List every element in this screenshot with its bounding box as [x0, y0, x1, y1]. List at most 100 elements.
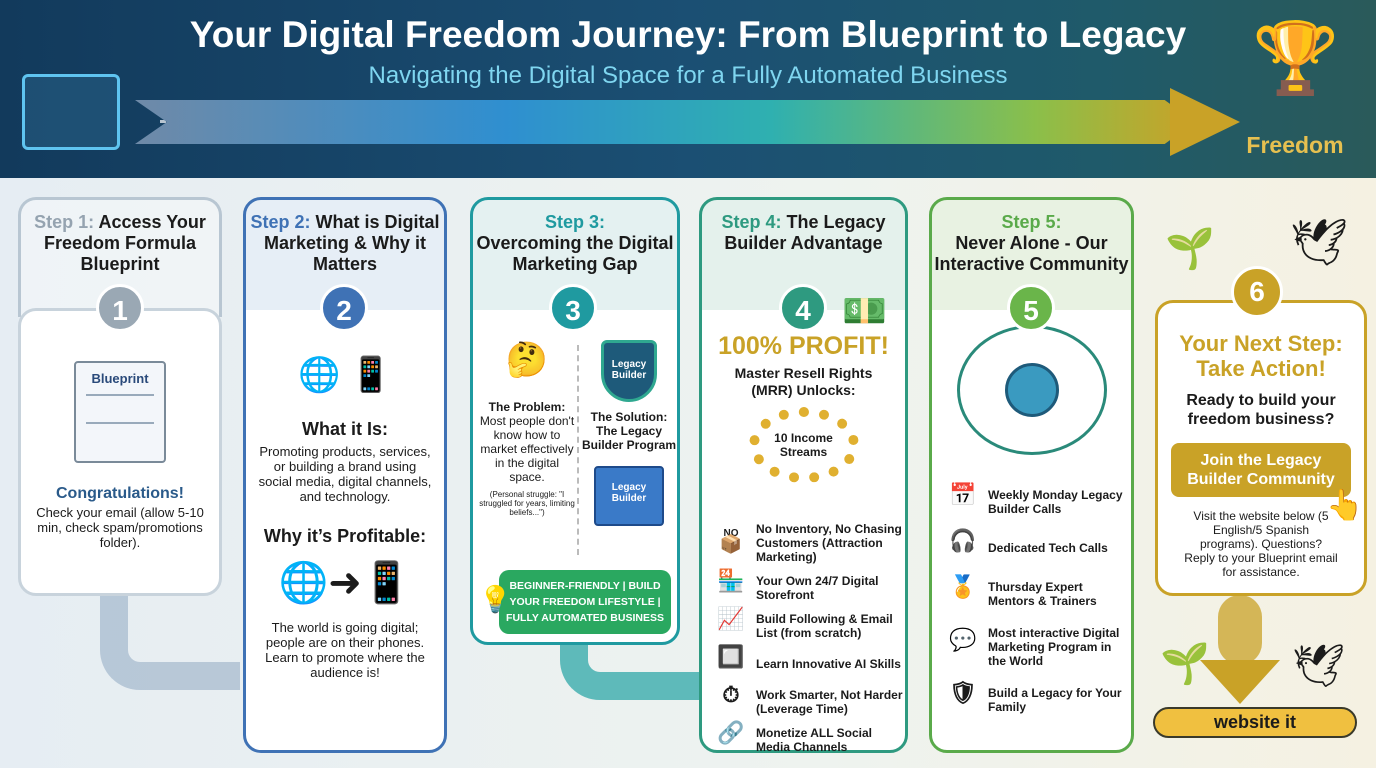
item-text: Most interactive Digital Marketing Progr… [988, 626, 1120, 668]
advantage-list: NO📦 No Inventory, No Chasing Customers (A… [714, 522, 904, 764]
website-button[interactable]: website it [1153, 707, 1357, 738]
list-item: 🛡 Build a Legacy for Your Family [946, 680, 1131, 715]
mrr-text: Master Resell Rights (MRR) Unlocks: [734, 365, 873, 398]
step1-badge: 1 [96, 284, 144, 332]
item-text: Learn Innovative AI Skills [756, 657, 901, 671]
social-media-phone-icon: 🌐 📱 [297, 356, 393, 394]
step6-card: Your Next Step: Take Action! Ready to bu… [1155, 300, 1367, 596]
why-heading: Why it’s Profitable: [263, 526, 427, 546]
list-item: 🔗 Monetize ALL Social Media Channels [714, 720, 904, 755]
step5-badge: 5 [1007, 284, 1055, 332]
step1-label: Step 1: [34, 212, 95, 232]
step5-card: Step 5:Never Alone - Our Interactive Com… [929, 197, 1134, 753]
step3-label: Step 3: [544, 212, 605, 232]
step6-title: Your Next Step: Take Action! [1179, 331, 1343, 381]
list-item: 🏪 Your Own 24/7 Digital Storefront [714, 568, 904, 603]
list-item: 📅 Weekly Monday Legacy Builder Calls [946, 482, 1131, 517]
growth-chart-icon: 📈 [717, 606, 745, 631]
step4-title: The Legacy Builder Advantage [724, 212, 886, 253]
sun-plant-icon: 🌱 [1160, 642, 1210, 686]
list-item: 🏅 Thursday Expert Mentors & Trainers [946, 574, 1131, 609]
step6-text: Visit the website below (5 English/5 Spa… [1184, 509, 1338, 579]
globe-to-phone-icon: 🌐➜📱 [278, 561, 412, 605]
flow-arrow-1 [100, 590, 240, 690]
mentor-icon: 🏅 [949, 574, 977, 599]
headset-icon: 🎧 [949, 528, 977, 553]
step4-label: Step 4: [721, 212, 782, 232]
step2-card: Step 2: What is Digital Marketing & Why … [243, 197, 447, 753]
list-item: 🎧 Dedicated Tech Calls [946, 528, 1131, 562]
step3-card: Step 3:Overcoming the Digital Marketing … [470, 197, 680, 645]
step1-header: Step 1: Access Your Freedom Formula Blue… [18, 197, 222, 317]
list-item: 💬 Most interactive Digital Marketing Prog… [946, 626, 1131, 668]
item-text: Work Smarter, Not Harder (Leverage Time) [756, 688, 903, 716]
step1-text: Check your email (allow 5-10 min, check … [36, 505, 204, 550]
community-network-icon [956, 325, 1107, 455]
stopwatch-icon: ⏱ [722, 682, 740, 707]
legacy-builder-shield-icon: Legacy Builder [601, 340, 657, 402]
lightbulb-icon: 💡 [479, 584, 512, 614]
item-text: Build Following & Email List (from scrat… [756, 612, 893, 640]
money-stack-icon: 💵 [842, 290, 887, 331]
step4-badge: 4 [779, 284, 827, 332]
list-item: 🔲 Learn Innovative AI Skills [714, 644, 904, 678]
income-streams-coins: 10 Income Streams [748, 407, 859, 483]
step4-card: Step 4: The Legacy Builder Advantage 100… [699, 197, 908, 754]
step5-label: Step 5: [1001, 212, 1062, 232]
bird-icon: 🕊 [1290, 216, 1349, 268]
step3-title: Overcoming the Digital Marketing Gap [476, 233, 674, 274]
blueprint-doc-label: Blueprint [91, 371, 149, 386]
blueprint-document-icon: Blueprint [74, 361, 166, 463]
flow-arrow-3 [560, 640, 700, 700]
item-text: Dedicated Tech Calls [988, 541, 1108, 555]
step3-badge: 3 [549, 284, 597, 332]
page-subtitle: Navigating the Digital Space for a Fully… [368, 62, 1008, 89]
no-label: NO [723, 528, 739, 539]
join-community-button[interactable]: Join the Legacy Builder Community [1171, 443, 1351, 497]
legacy-builder-scroll-icon: Legacy Builder [594, 466, 664, 526]
step1-title: Access Your Freedom Formula Blueprint [43, 212, 206, 274]
item-text: Monetize ALL Social Media Channels [756, 726, 873, 754]
box-icon: NO📦 [719, 528, 743, 554]
ai-chip-icon: 🔲 [717, 644, 745, 669]
item-text: No Inventory, No Chasing Customers (Attr… [756, 522, 902, 564]
step6-badge: 6 [1231, 266, 1283, 318]
step1-heading: Congratulations! [56, 485, 184, 502]
calendar-icon: 📅 [949, 482, 977, 507]
confused-person-icon: 🤔 [505, 341, 549, 379]
list-item: 📈 Build Following & Email List (from scra… [714, 606, 904, 641]
problem-text: Most people don't know how to market eff… [479, 414, 575, 484]
blueprint-icon [22, 74, 120, 150]
features-banner: BEGINNER-FRIENDLY | BUILD YOUR FREEDOM L… [499, 570, 671, 634]
what-text: Promoting products, services, or buildin… [258, 444, 432, 504]
hand-cursor-icon: 👆 [1326, 489, 1364, 522]
problem-heading: The Problem: [488, 400, 566, 414]
what-heading: What it Is: [302, 419, 388, 439]
social-network-icon: 🔗 [717, 720, 745, 745]
chat-icon: 💬 [949, 627, 977, 652]
step2-title: What is Digital Marketing & Why it Matte… [263, 212, 440, 274]
item-text: Your Own 24/7 Digital Storefront [756, 574, 879, 602]
trophy-icon: 🏆 [1252, 19, 1340, 97]
step6-question: Ready to build your freedom business? [1186, 392, 1336, 428]
community-list: 📅 Weekly Monday Legacy Builder Calls 🎧 Ded… [946, 482, 1131, 724]
step1-card: Blueprint Congratulations! Check your em… [18, 308, 222, 596]
personal-struggle: (Personal struggle: "I struggled for yea… [479, 490, 575, 517]
item-text: Weekly Monday Legacy Builder Calls [988, 488, 1123, 516]
freedom-label: Freedom [1246, 132, 1344, 158]
item-text: Thursday Expert Mentors & Trainers [988, 580, 1097, 608]
page-title: Your Digital Freedom Journey: From Bluep… [189, 14, 1187, 55]
solution-heading: The Solution: The Legacy Builder Program [581, 410, 677, 452]
list-item: ⏱ Work Smarter, Not Harder (Leverage Time… [714, 682, 904, 717]
down-arrow [1200, 660, 1280, 704]
journey-arrow [135, 100, 1195, 144]
list-item: NO📦 No Inventory, No Chasing Customers (A… [714, 522, 904, 564]
plant-hand-icon: 🌱 [1165, 227, 1215, 271]
step5-title: Never Alone - Our Interactive Community [934, 233, 1129, 274]
step2-badge: 2 [320, 284, 368, 332]
profit-headline: 100% PROFIT! [718, 332, 889, 360]
item-text: Build a Legacy for Your Family [988, 686, 1122, 714]
storefront-icon: 🏪 [717, 568, 745, 593]
why-text: The world is going digital; people are o… [265, 620, 425, 680]
family-shield-icon: 🛡 [949, 680, 977, 705]
